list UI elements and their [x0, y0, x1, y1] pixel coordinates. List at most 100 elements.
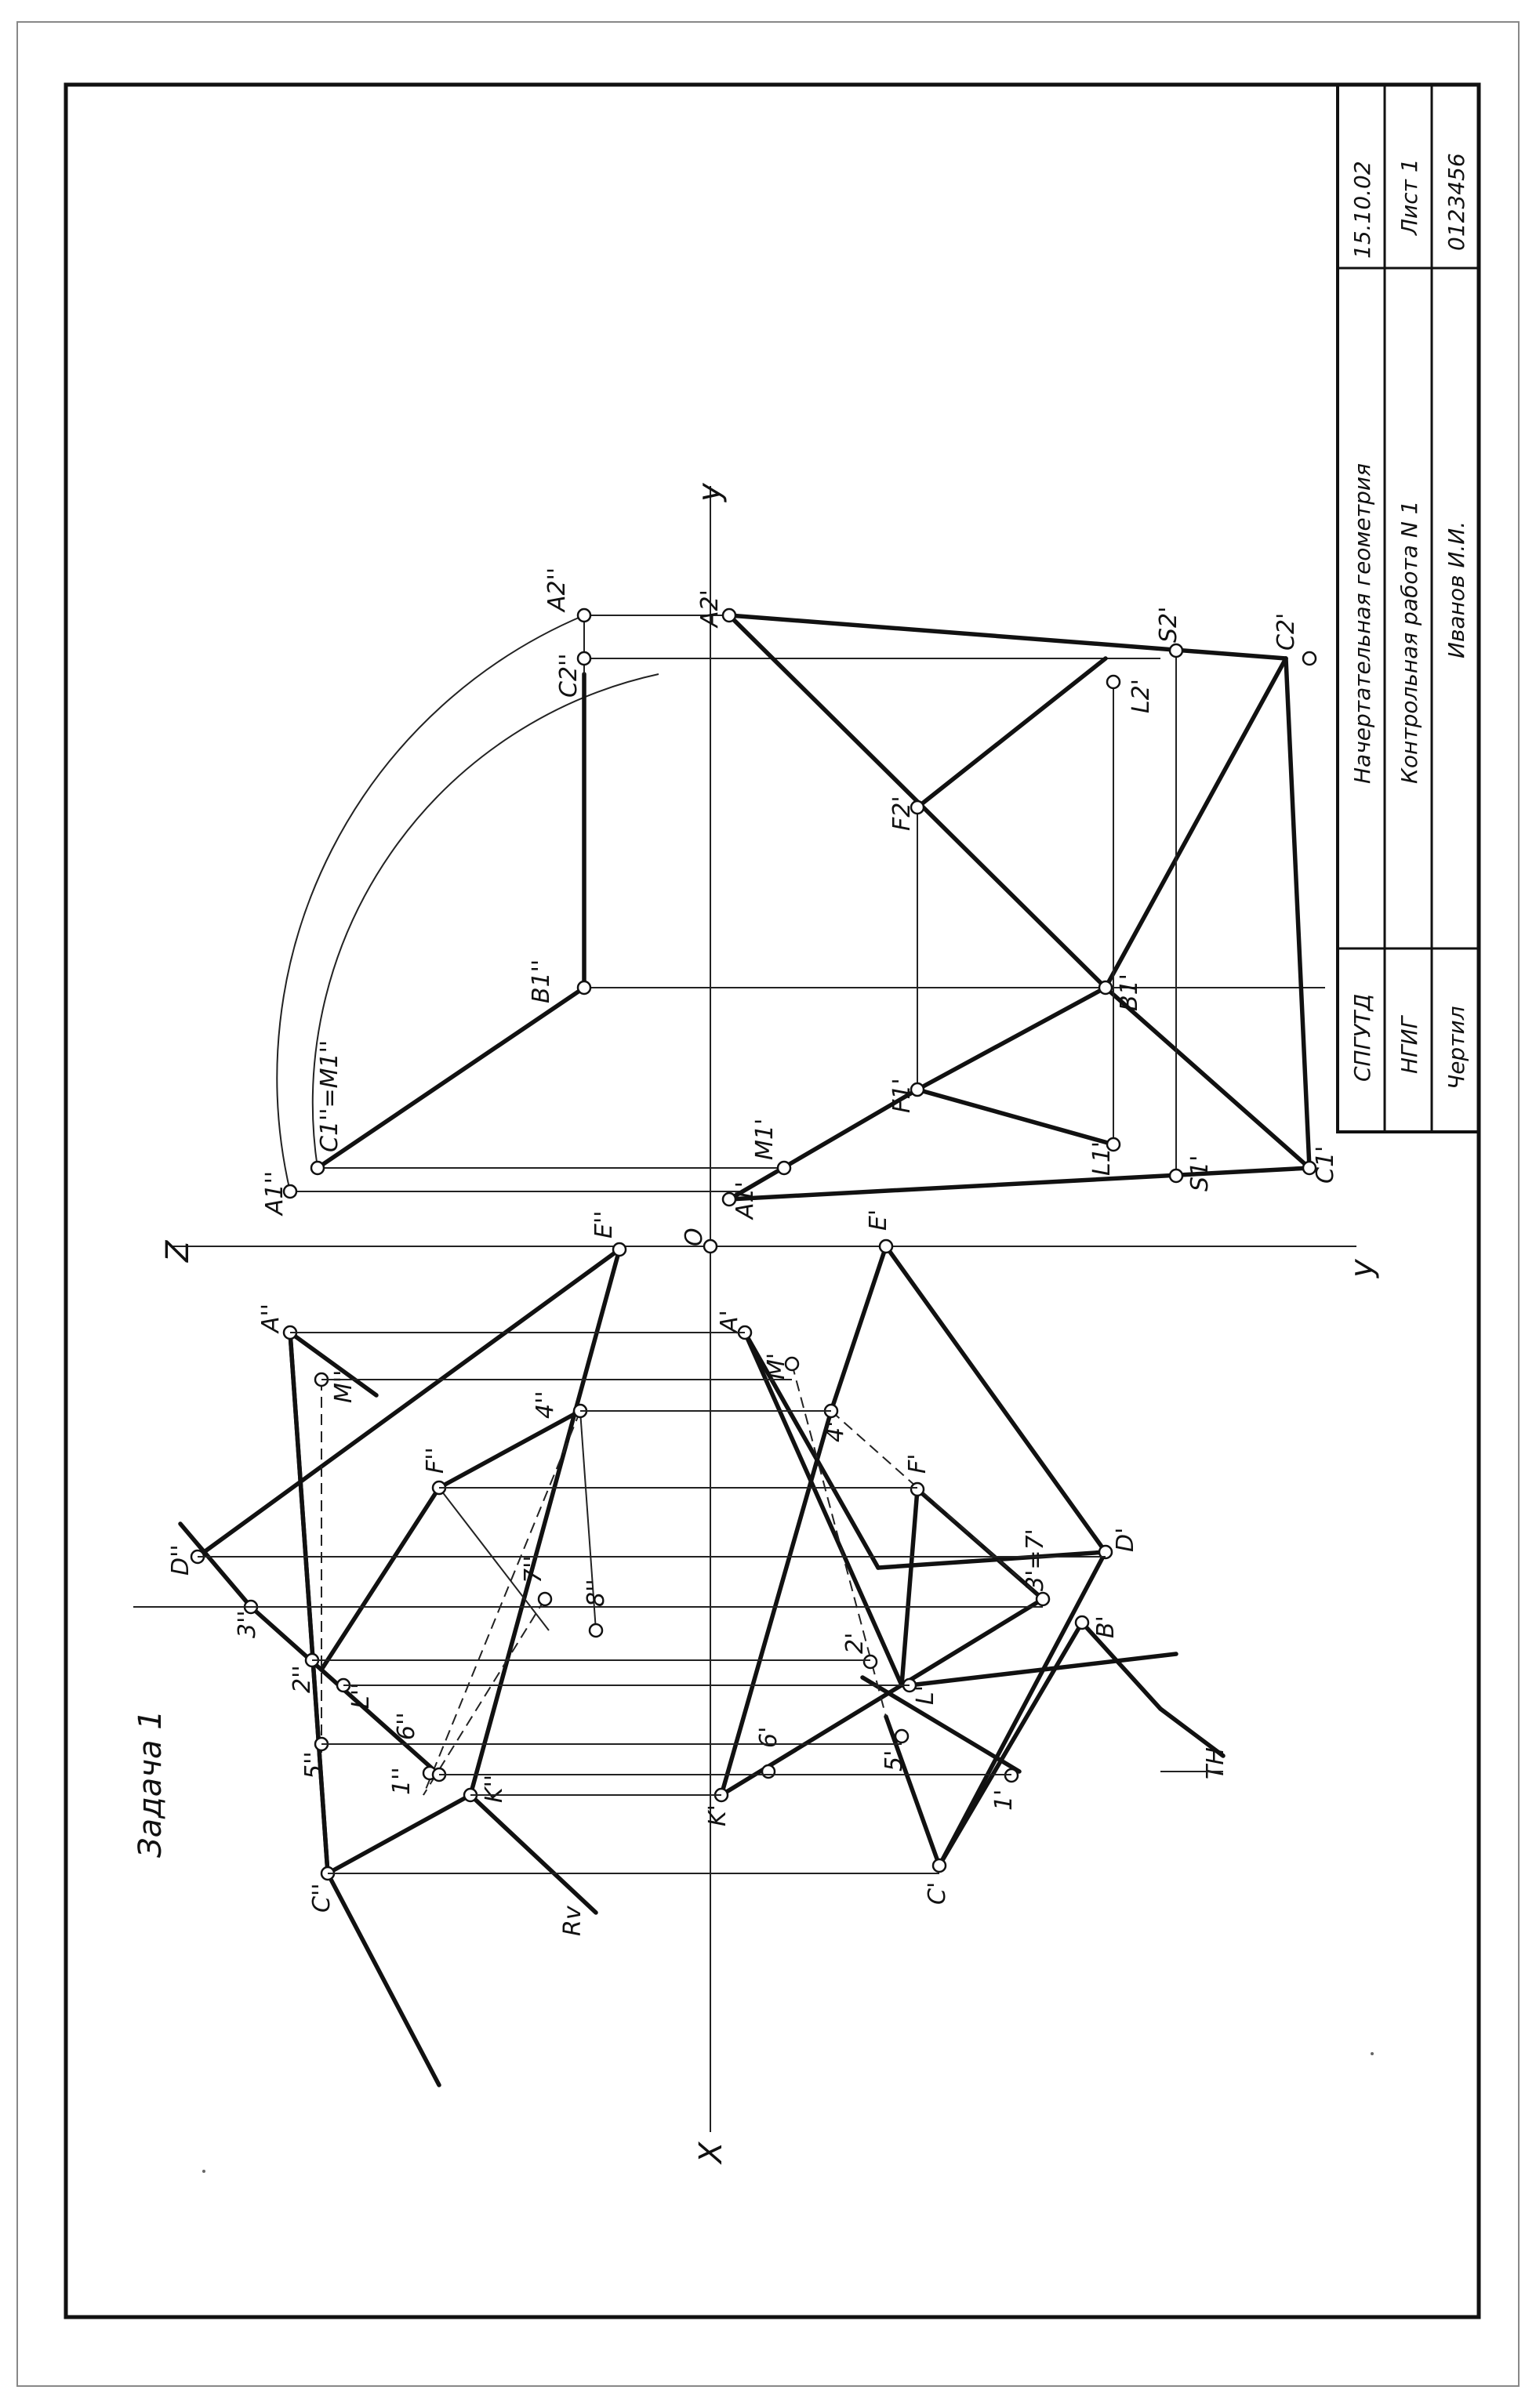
lbl-L1-top-aux: L1' [1088, 1141, 1116, 1176]
lbl-L2: L'' [347, 1683, 375, 1709]
lbl-E2: E'' [590, 1211, 618, 1238]
lbl-Rv: Rv [559, 1905, 586, 1936]
title-block: 15.10.02 Лист 1 0123456 Начертательная г… [1336, 83, 1480, 1133]
pt-F1-top-aux [910, 1082, 925, 1097]
pt-C2-top-aux [1302, 651, 1317, 666]
pt-M1 [784, 1356, 800, 1372]
lbl-B1-front-aux: B1'' [528, 959, 555, 1003]
page-outer-border [16, 21, 1520, 2387]
pt-F2-top-aux [910, 800, 925, 815]
title-work: Контрольная работа N 1 [1396, 501, 1422, 785]
pt-C2-front-aux [576, 651, 592, 666]
lbl-5-1: 5' [881, 1750, 908, 1772]
axis-z-label: Z [160, 1239, 196, 1263]
lbl-D2: D'' [167, 1544, 194, 1576]
title-author: Иванов И.И. [1443, 521, 1469, 658]
lbl-4-2: 4'' [532, 1391, 559, 1419]
axes: X Z y O y [160, 482, 1380, 2165]
lbl-5-2: 5'' [300, 1751, 328, 1779]
pt-5-1 [894, 1728, 910, 1744]
pt-A2-top-aux [721, 607, 737, 623]
pt-6-1 [761, 1764, 776, 1779]
lbl-8-2: 8'' [583, 1579, 610, 1607]
lbl-F2: F'' [422, 1447, 449, 1474]
top-projection: A' M' 4' E' F' D' 3'=7' B' TH 2' L' 5' 1… [704, 1209, 1229, 1905]
lbl-K1: K' [704, 1804, 732, 1826]
front-projection: A'' M'' D'' 3'' 2'' L'' 5'' 6'' 1'' K'' … [167, 1211, 627, 2087]
pt-A1-front-aux [282, 1184, 298, 1199]
pt-S2-top-aux [1168, 643, 1184, 658]
pt-S1-top-aux [1168, 1168, 1184, 1184]
pt-8-2 [588, 1623, 604, 1638]
lbl-TH: TH [1202, 1747, 1229, 1779]
lbl-1-2: 1'' [388, 1767, 416, 1795]
scan-speck [1371, 2052, 1374, 2055]
lbl-K2: K'' [481, 1775, 508, 1803]
lbl-C2-front-aux: C2'' [555, 653, 583, 698]
lbl-S1-top-aux: S1' [1186, 1155, 1214, 1191]
pt-E2 [612, 1242, 627, 1257]
lbl-A1-top-aux: A1' [732, 1181, 759, 1220]
lbl-4-1: 4' [822, 1421, 849, 1442]
lbl-A2: A'' [257, 1304, 285, 1334]
title-date: 15.10.02 [1349, 161, 1375, 259]
pt-B1 [1074, 1615, 1090, 1630]
pt-B1-front-aux [576, 980, 592, 995]
pt-L1-top-aux [1106, 1137, 1121, 1152]
pt-B1-top-aux [1098, 980, 1113, 995]
pt-7-2 [537, 1591, 553, 1607]
pt-2-1 [862, 1654, 878, 1670]
title-subject: Начертательная геометрия [1349, 463, 1375, 784]
lbl-2-2: 2'' [289, 1665, 316, 1693]
title-group: НГИГ [1396, 1014, 1422, 1074]
pt-37-1 [1035, 1591, 1051, 1607]
pt-C1 [931, 1858, 947, 1873]
pt-E1 [878, 1238, 894, 1254]
lbl-E1: E' [865, 1209, 892, 1231]
lbl-C1M1-front-aux: C1''=M1'' [316, 1040, 343, 1152]
projection-lines [133, 1332, 1223, 1874]
lbl-A1-front-aux: A1'' [261, 1171, 289, 1217]
title-role: Чертил [1443, 1006, 1469, 1090]
lbl-C2: C'' [308, 1884, 336, 1913]
lbl-C2-top-aux: C2' [1273, 613, 1300, 651]
pt-M1-top-aux [776, 1160, 792, 1176]
lbl-L2-top-aux: L2' [1127, 679, 1155, 713]
lbl-2-1: 2' [841, 1633, 869, 1654]
lbl-C1: C' [924, 1882, 951, 1905]
lbl-A1: A' [716, 1310, 743, 1334]
axis-x-label: X [693, 2141, 729, 2165]
lbl-F2-top-aux: F2' [888, 796, 916, 831]
lbl-M1: M' [763, 1353, 790, 1380]
title-org: СПГУТД [1349, 994, 1375, 1082]
drawing-frame [64, 82, 1481, 2319]
lbl-B1-top-aux: B1' [1116, 974, 1143, 1011]
origin-point [703, 1238, 718, 1254]
scan-speck [202, 2170, 205, 2173]
axis-y-top-label: y [692, 482, 728, 502]
title-code: 0123456 [1443, 153, 1469, 251]
lbl-37-1: 3'=7' [1022, 1529, 1049, 1591]
pt-F1 [910, 1481, 925, 1497]
lbl-D1: D' [1112, 1528, 1139, 1552]
lbl-M1-top-aux: M1' [751, 1119, 779, 1160]
lbl-7-2: 7'' [520, 1555, 547, 1583]
lbl-A2-top-aux: A2' [696, 589, 724, 629]
pt-C1M1-front-aux [310, 1160, 325, 1176]
lbl-3-2: 3'' [234, 1610, 261, 1638]
pt-C1-top-aux [1302, 1160, 1317, 1176]
lbl-M2: M'' [330, 1370, 358, 1403]
lbl-1-1: 1' [990, 1790, 1018, 1811]
lbl-L1: L' [912, 1685, 939, 1705]
lbl-C1-top-aux: C1' [1312, 1146, 1339, 1184]
lbl-B1: B' [1092, 1616, 1120, 1638]
axis-y-bottom-label: y [1344, 1258, 1380, 1278]
lbl-F1: F' [904, 1453, 931, 1474]
lbl-A2-front-aux: A2'' [543, 568, 571, 613]
aux-construction: A1'' C1''=M1'' B1'' C2'' A2'' A1' M1' F1… [261, 568, 1339, 1220]
axis-origin-label: O [681, 1228, 708, 1246]
pt-L2-top-aux [1106, 674, 1121, 690]
lbl-6-2: 6'' [393, 1712, 420, 1740]
lbl-F1-top-aux: F1' [888, 1078, 916, 1113]
